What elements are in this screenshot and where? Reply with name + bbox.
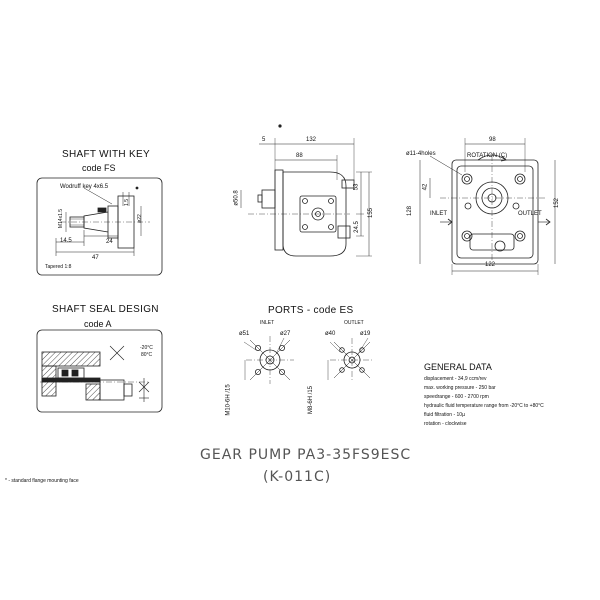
general-line-displacement: displacement - 34,9 ccm/rev xyxy=(424,376,487,382)
front-dim-42: 42 xyxy=(422,183,429,191)
ports-title: PORTS - code ES xyxy=(268,305,354,316)
inlet-label: INLET xyxy=(430,211,448,217)
product-name: GEAR PUMP PA3-35FS9ESC xyxy=(200,447,412,463)
outlet-label: OUTLET xyxy=(518,211,542,217)
outlet-dim-phi19: ø19 xyxy=(360,331,371,337)
seal-temp-max: 80°C xyxy=(141,352,153,358)
product-code: (K-011C) xyxy=(263,469,332,485)
side-dim-24-5: 24.5 xyxy=(353,221,360,233)
side-view-drawing xyxy=(240,124,372,257)
front-dim-128: 128 xyxy=(407,205,414,217)
seal-frame xyxy=(36,329,163,413)
front-view-drawing xyxy=(419,138,556,275)
general-data-title: GENERAL DATA xyxy=(424,362,492,372)
key-label: Wodruff key 4x6.5 xyxy=(60,184,109,190)
dim-m14: M14x1.5 xyxy=(58,208,65,229)
dim-14-5: 14.5 xyxy=(60,238,72,244)
general-line-filtration: fluid filtration - 10µ xyxy=(424,412,465,418)
side-dim-155: 155 xyxy=(368,207,375,219)
inlet-dim-phi51: ø51 xyxy=(239,331,250,337)
front-dim-152: 152 xyxy=(554,197,561,209)
side-dim-5: 5 xyxy=(262,137,266,143)
outlet-thread: M8-6H /15 xyxy=(308,385,315,415)
front-dim-122: 122 xyxy=(485,262,496,268)
inlet-thread: M10-6H /15 xyxy=(225,384,232,416)
seal-code: code A xyxy=(84,319,112,329)
general-line-pressure: max. working pressure - 250 bar xyxy=(424,385,496,391)
port-outlet-drawing xyxy=(327,337,374,382)
taper-note: Tapered 1:8 xyxy=(45,264,72,270)
outlet-dim-phi40: ø40 xyxy=(325,331,336,337)
front-dim-98: 98 xyxy=(489,137,496,143)
general-line-speed: speedrange - 600 - 2700 rpm xyxy=(424,394,489,400)
inlet-dim-phi27: ø27 xyxy=(280,331,291,337)
seal-drawing xyxy=(40,351,150,401)
ports-outlet-label: OUTLET xyxy=(344,320,364,326)
seal-temp-min: -20°C xyxy=(140,345,153,351)
seal-symbols xyxy=(109,345,150,402)
shaft-key-frame xyxy=(36,177,163,276)
side-dim-132: 132 xyxy=(306,137,317,143)
shaft-key-title: SHAFT WITH KEY xyxy=(62,149,150,160)
holes-note: ø11-4holes xyxy=(406,151,436,157)
dim-24: 24 xyxy=(106,239,113,245)
general-line-rotation: rotation - clockwise xyxy=(424,421,467,427)
dim-47: 47 xyxy=(92,255,99,261)
dim-1-5: 1.5 xyxy=(123,199,130,206)
shaft-key-drawing xyxy=(55,187,150,256)
footnote: * - standard flange mounting face xyxy=(5,478,79,484)
dim-phi22: ø22 xyxy=(136,214,143,223)
side-dim-88: 88 xyxy=(296,153,303,159)
side-dim-53: 53 xyxy=(353,183,360,191)
seal-title: SHAFT SEAL DESIGN xyxy=(52,304,159,315)
rotation-label: ROTATION (C) xyxy=(467,153,508,159)
side-dim-phi50: ø50.8 xyxy=(233,190,240,206)
ports-inlet-label: INLET xyxy=(260,320,275,326)
mounting-face-dot xyxy=(135,186,139,190)
shaft-key-code: code FS xyxy=(82,163,116,173)
port-inlet-drawing xyxy=(243,336,294,384)
general-line-temperature: hydraulic fluid temperature range from -… xyxy=(424,403,544,409)
